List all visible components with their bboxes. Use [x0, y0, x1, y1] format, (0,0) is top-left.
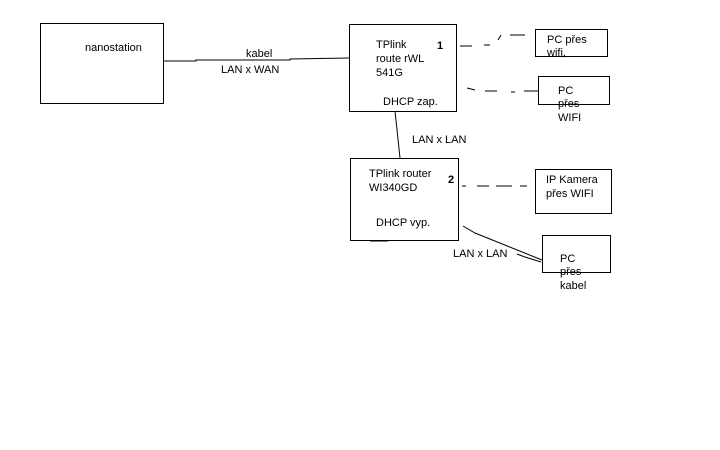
router2-line-1: TPlink router — [369, 168, 432, 180]
router1-dhcp: DHCP zap. — [383, 96, 438, 108]
pc-wifi-2-line-1: PC — [558, 85, 574, 97]
pc-wifi-2-line-2: přes — [558, 98, 580, 110]
edge-label-kabel: kabel — [246, 48, 273, 60]
edge-label-lan-lan-1: LAN x LAN — [412, 134, 467, 146]
edge-router1-router2 — [394, 110, 401, 159]
pc-cable-line-1: PC — [560, 253, 576, 265]
pc-wifi-2-box[interactable] — [538, 76, 610, 105]
nanostation-box[interactable]: nanostation — [40, 23, 164, 104]
router2-box[interactable]: TPlink router WI340GD 2 DHCP vyp. — [350, 158, 459, 241]
router2-dhcp: DHCP vyp. — [376, 217, 431, 229]
ip-camera-line-2: přes WIFI — [546, 188, 594, 200]
pc-cable-box[interactable] — [542, 235, 611, 273]
pc-wifi-1-box[interactable]: PC přes wifi, — [535, 29, 608, 59]
edge-nano-router1 — [163, 57, 350, 62]
nanostation-label: nanostation — [85, 42, 142, 54]
edge-label-lan-lan-2: LAN x LAN — [453, 248, 508, 260]
edge-router2-pc-cable — [462, 225, 543, 261]
ip-camera-box[interactable]: IP Kamera přes WIFI — [535, 169, 612, 214]
pc-wifi-1-line-1: PC přes — [547, 34, 587, 46]
edge-router1-pc-wifi-1 — [460, 34, 525, 47]
router1-line-2: route rWL — [376, 53, 425, 65]
pc-cable-line-2: přes — [560, 266, 582, 278]
ip-camera-line-1: IP Kamera — [546, 174, 598, 186]
edge-router2-pc-cable-arrow — [516, 253, 542, 263]
edge-router1-pc-wifi-2 — [466, 87, 538, 93]
router1-line-3: 541G — [376, 67, 403, 79]
router2-number: 2 — [448, 174, 455, 186]
pc-wifi-1-line-2: wifi, — [547, 47, 566, 59]
router2-line-2: WI340GD — [369, 182, 418, 194]
router1-box[interactable]: TPlink route rWL 541G 1 DHCP zap. — [349, 24, 457, 112]
pc-cable-line-3: kabel — [560, 280, 587, 292]
router1-number: 1 — [437, 40, 444, 52]
router1-line-1: TPlink — [376, 39, 407, 51]
pc-wifi-2-line-3: WIFI — [558, 112, 582, 124]
edge-label-lan-wan: LAN x WAN — [221, 64, 280, 76]
